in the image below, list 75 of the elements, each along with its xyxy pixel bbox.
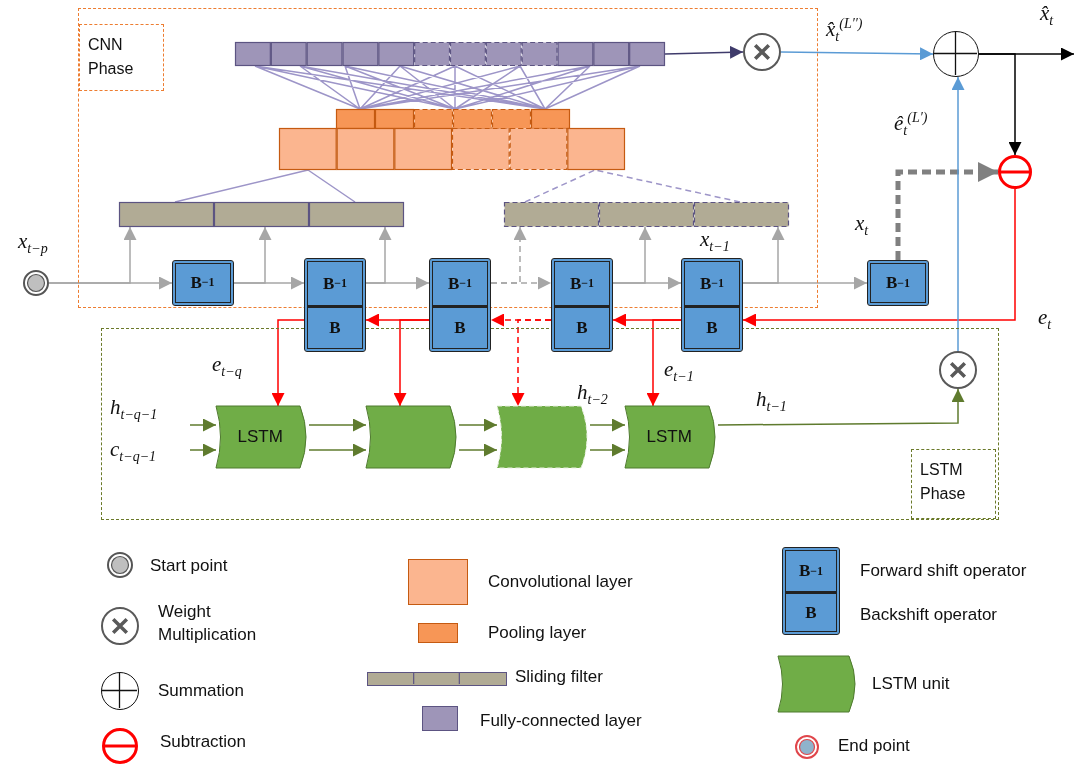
- unit-label: LSTM: [646, 426, 692, 447]
- arrow: [511, 319, 552, 407]
- edge-label: h$_{t−2}$: [577, 381, 608, 408]
- lstm-unit: [365, 405, 459, 468]
- legend-label: Sliding filter: [515, 666, 604, 688]
- arrow: [717, 388, 965, 426]
- start-point: [23, 270, 49, 296]
- summation-node: [933, 31, 979, 77]
- legend-label: Summation: [158, 680, 245, 702]
- lstm-unit: [215, 405, 309, 468]
- unit-label: LSTM: [237, 426, 283, 447]
- edge-label: e$_{t−1}$: [664, 358, 694, 385]
- arrow: [742, 188, 1016, 327]
- legend-label: Backshift operator: [860, 604, 998, 626]
- legend-label: LSTM unit: [872, 673, 951, 695]
- arrow: [612, 226, 652, 284]
- arrow: [589, 418, 626, 432]
- arrow: [189, 418, 217, 432]
- pooling-layer: [335, 108, 570, 129]
- edge-label: e$_{t−q}$: [212, 353, 242, 380]
- arrow: [951, 76, 965, 352]
- arrow: [271, 319, 305, 407]
- arrow: [742, 226, 785, 284]
- edge-label: h$_{t−q−1}$: [110, 396, 158, 423]
- arrow: [365, 226, 392, 284]
- convolutional-layer: [278, 127, 625, 170]
- lstm-unit: [496, 405, 590, 468]
- connector-line: [174, 169, 356, 203]
- legend-label: Pooling layer: [488, 622, 588, 644]
- lstm-unit: [624, 405, 718, 468]
- multiply-node: [742, 32, 781, 71]
- shift-operator-box: [551, 258, 613, 352]
- sliding-filter: [118, 201, 404, 227]
- fully-connected-layer: [234, 41, 665, 66]
- legend-label: Fully-connected layer: [480, 710, 643, 732]
- arrow: [780, 47, 934, 61]
- edge-label: c$_{t−q−1}$: [110, 438, 157, 465]
- edge-label: x$_{t−1}$: [700, 228, 730, 255]
- edge-label: x̂$_{t}$: [1040, 2, 1054, 29]
- arrow: [589, 443, 626, 457]
- arrow: [233, 226, 272, 284]
- legend-label: Weight Multiplication: [158, 601, 258, 646]
- arrow: [458, 443, 498, 457]
- shift-operator-box: [429, 258, 491, 352]
- subtraction-node: [998, 155, 1032, 189]
- legend-label: Subtraction: [160, 731, 247, 753]
- variable-label: x$_{t}$: [855, 212, 869, 239]
- phase-label: LSTM Phase: [911, 449, 996, 519]
- arrow: [308, 418, 367, 432]
- arrow: [48, 226, 137, 284]
- shift-operator-box: [304, 258, 366, 352]
- arrow: [664, 45, 744, 59]
- arrow: [646, 319, 682, 407]
- legend-label: Start point: [150, 555, 229, 577]
- legend-label: End point: [838, 735, 911, 757]
- shift-operator-box: [867, 260, 929, 306]
- sliding-filter: [503, 201, 789, 227]
- phase-label: CNN Phase: [79, 24, 164, 91]
- arrow: [895, 162, 998, 260]
- legend-label: Forward shift operator: [860, 560, 1028, 582]
- arrow: [978, 53, 1022, 156]
- variable-label: x$_{t−p}$: [18, 230, 48, 257]
- arrow: [189, 443, 217, 457]
- arrow: [308, 443, 367, 457]
- arrow: [490, 226, 527, 284]
- edge-label: h$_{t−1}$: [756, 388, 787, 415]
- multiply-node: [938, 350, 977, 389]
- shift-operator-box: [171, 259, 234, 306]
- connector-line: [524, 169, 741, 203]
- shift-operator-box: [681, 258, 743, 352]
- legend-label: Convolutional layer: [488, 571, 634, 593]
- phase-region: [78, 8, 818, 308]
- arrow: [458, 418, 498, 432]
- edge-label: e$_{t}$: [1038, 306, 1052, 333]
- arrow: [393, 319, 430, 407]
